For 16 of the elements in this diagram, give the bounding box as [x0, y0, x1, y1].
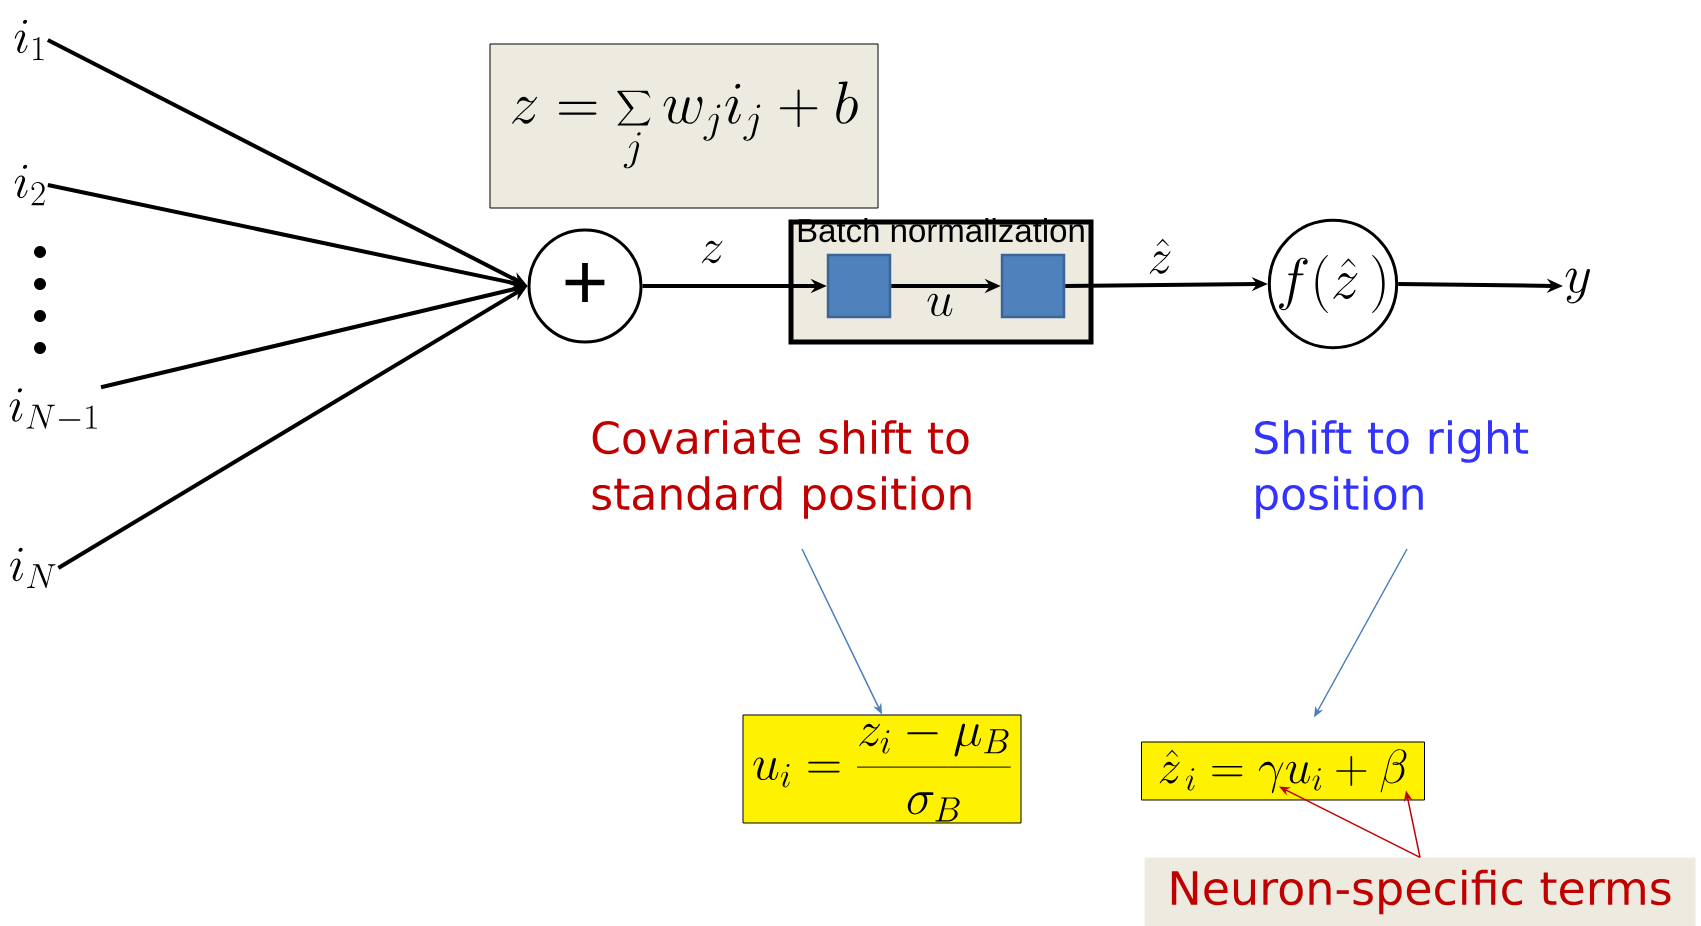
block-square — [826, 253, 892, 319]
input-label: $i_{N-1}$ — [9, 388, 97, 429]
formula-box: $\hat{z}_{\,i}=\gamma u_{i}+\beta$ — [1141, 741, 1425, 801]
formula-box: $z=\sum_{j} w_{j} i_{j}+b$ — [489, 43, 879, 209]
edge-label: $\hat{z}$ — [1146, 237, 1174, 275]
edge-label: $z$ — [698, 240, 726, 264]
formula-box: $u_{i}=\frac{z_{i}-\mu_{B}}{\sigma_{B}}$ — [742, 714, 1022, 824]
input-label: $i_{2}$ — [14, 164, 45, 206]
block-square — [1000, 253, 1066, 319]
input-label: $i_{N}$ — [10, 547, 56, 589]
input-label: $i_{1}$ — [14, 19, 44, 61]
note-box: Neuron-specific terms — [1144, 857, 1696, 926]
edge-label: $u$ — [925, 293, 955, 317]
output-label: $y$ — [1565, 268, 1590, 304]
note-text: Covariate shift to standard position — [592, 420, 971, 519]
note-text: Shift to right position — [1255, 420, 1529, 519]
